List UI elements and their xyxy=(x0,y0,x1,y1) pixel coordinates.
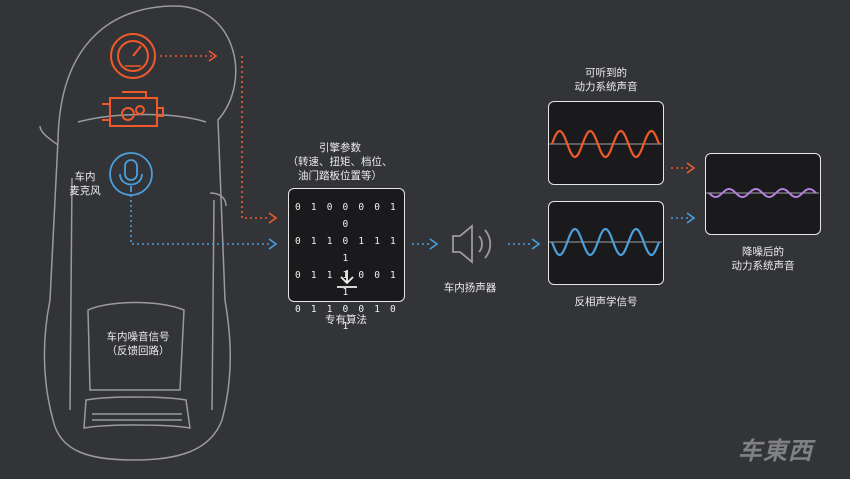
wave-line-blue xyxy=(550,227,661,257)
wave-line-orange xyxy=(550,129,661,159)
engine-params-arrow xyxy=(160,55,270,219)
result-wave xyxy=(706,188,819,198)
engine-params-label: 引擎参数 （转速、扭矩、档位、 油门踏板位置等） xyxy=(287,142,393,182)
arrowhead-orange-2 xyxy=(268,212,278,224)
algorithm-label: 专有算法 xyxy=(325,314,367,326)
feedback-label: 车内噪音信号 （反馈回路） xyxy=(106,331,170,357)
binary-matrix: 0 1 0 0 0 0 1 0 0 1 1 0 1 1 1 1 0 1 1 1 … xyxy=(289,199,404,335)
binary-row: 0 1 1 1 0 0 1 1 xyxy=(295,270,398,298)
binary-row: 0 1 0 0 0 0 1 0 xyxy=(295,202,398,230)
car-outline xyxy=(39,5,237,461)
result-label: 降噪后的 动力系统声音 xyxy=(731,246,795,272)
arrowhead-blue-2 xyxy=(429,238,439,250)
engine-icon xyxy=(102,91,164,127)
speedometer-icon xyxy=(110,33,156,79)
anti-phase-wave-panel xyxy=(548,201,664,285)
microphone-icon xyxy=(109,152,153,196)
audible-wave-panel xyxy=(548,101,664,185)
speaker-icon xyxy=(452,224,492,264)
binary-row: 0 1 1 0 1 1 1 1 xyxy=(295,236,398,264)
arrowhead-orange-3 xyxy=(686,162,696,174)
wave-line-purple xyxy=(708,188,817,198)
mic-label: 车内 麦克风 xyxy=(69,171,101,197)
result-wave-panel xyxy=(705,153,821,235)
speaker-label: 车内扬声器 xyxy=(443,282,497,294)
audible-wave xyxy=(549,129,662,159)
mic-signal-arrow xyxy=(130,195,688,245)
arrowhead-blue-3 xyxy=(531,238,541,250)
audible-label: 可听到的 动力系统声音 xyxy=(574,67,638,93)
download-icon xyxy=(337,270,357,288)
anti-phase-wave xyxy=(549,227,662,257)
arrowhead-orange-1 xyxy=(208,50,218,62)
anti-phase-label: 反相声学信号 xyxy=(574,296,638,308)
algorithm-box: 0 1 0 0 0 0 1 0 0 1 1 0 1 1 1 1 0 1 1 1 … xyxy=(288,188,405,332)
watermark-logo: 车東西 xyxy=(738,437,813,465)
binary-row: 0 1 1 0 0 1 0 1 xyxy=(295,304,398,332)
arrowhead-blue-1 xyxy=(268,238,278,250)
arrowhead-blue-4 xyxy=(686,212,696,224)
